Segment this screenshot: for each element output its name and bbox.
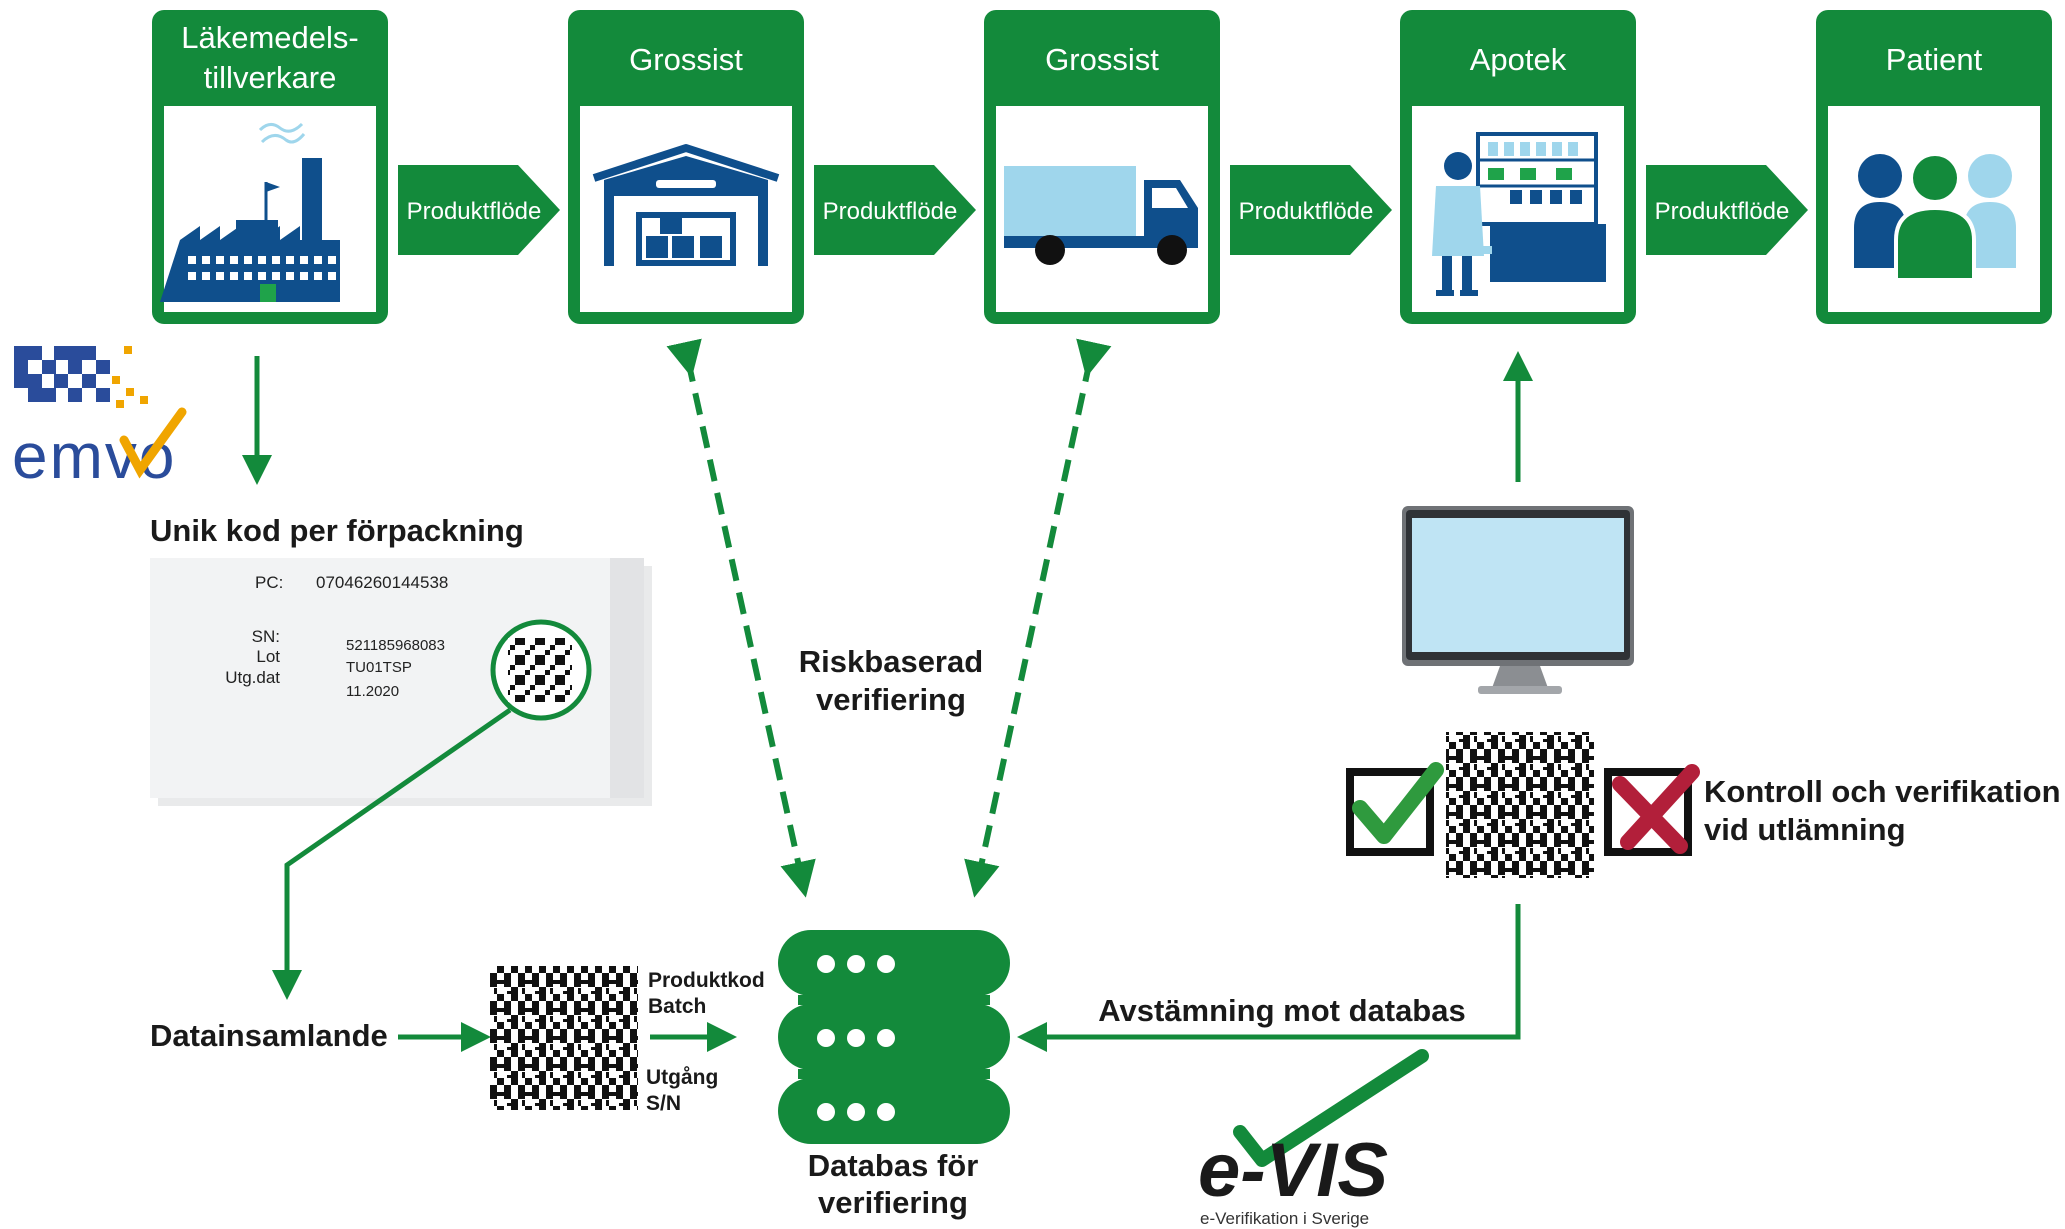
warehouse-icon (592, 144, 780, 266)
flow-arrow-label: Produktflöde (823, 198, 958, 225)
cross-icon (1604, 764, 1700, 856)
flow-arrow: Produktflöde (1646, 165, 1808, 255)
checkmark-icon (1346, 762, 1444, 856)
flow-arrow: Produktflöde (814, 165, 976, 255)
code-field-expiry: Utgång (646, 1066, 718, 1089)
unique-code-label: Unik kod per förpackning (150, 513, 524, 548)
package-lot-value: TU01TSP (346, 659, 412, 676)
verification-data-matrix (1446, 732, 1594, 878)
package-sn-value: 521185968083 (346, 637, 445, 654)
flow-arrow-label: Produktflöde (1655, 198, 1790, 225)
risk-label-line: Riskbaserad (799, 644, 983, 679)
stage-manufacturer: Läkemedels- tillverkare (152, 10, 388, 324)
stage-title: Grossist (629, 42, 743, 77)
stage-wholesaler-1: Grossist (568, 10, 804, 324)
truck-icon (1004, 166, 1198, 265)
stage-title-line: tillverkare (204, 60, 337, 95)
data-collection-label: Datainsamlande (150, 1018, 388, 1053)
code-field-batch: Batch (648, 995, 706, 1018)
package-pc-value: 07046260144538 (316, 573, 448, 592)
factory-icon (160, 122, 350, 302)
reconcile-label: Avstämning mot databas (1098, 993, 1465, 1028)
stage-title: Patient (1886, 42, 1983, 77)
risk-label-line: verifiering (816, 682, 966, 717)
flow-arrow: Produktflöde (398, 165, 560, 255)
database-label-line: Databas för (808, 1148, 979, 1183)
package-lot-label: Lot (256, 647, 280, 666)
risk-verification-arrow (964, 338, 1112, 898)
control-label-line: vid utlämning (1704, 812, 1906, 847)
evis-tagline: e-Verifikation i Sverige (1200, 1209, 1369, 1228)
package-photo: PC: 07046260144538 SN: Lot Utg.dat 52118… (150, 558, 652, 806)
package-sn-label: SN: (252, 627, 280, 646)
risk-verification-arrow (666, 338, 816, 898)
flow-arrow-label: Produktflöde (407, 198, 542, 225)
package-exp-label: Utg.dat (225, 668, 280, 687)
stage-wholesaler-2: Grossist (984, 10, 1220, 324)
evis-logo-text: e-VIS (1198, 1128, 1388, 1213)
database-server-icon (778, 930, 1010, 1144)
stage-title: Grossist (1045, 42, 1159, 77)
code-field-product: Produktkod (648, 969, 765, 992)
monitor-icon (1402, 506, 1634, 694)
package-pc-label: PC: (255, 573, 283, 592)
flow-arrow: Produktflöde (1230, 165, 1392, 255)
code-field-serial: S/N (646, 1092, 681, 1115)
stage-patient: Patient (1816, 10, 2052, 324)
stage-title-line: Läkemedels- (181, 20, 358, 55)
stage-title: Apotek (1470, 42, 1567, 77)
arrow-code-to-collection (272, 707, 512, 1000)
control-label-line: Kontroll och verifikation (1704, 774, 2061, 809)
stage-pharmacy: Apotek (1400, 10, 1636, 324)
package-datamatrix (508, 638, 572, 702)
package-exp-value: 11.2020 (346, 683, 399, 700)
data-matrix-code (490, 966, 638, 1110)
emvo-logo: emvo (12, 346, 187, 492)
reconcile-arrow (1017, 904, 1521, 1052)
flow-arrow-label: Produktflöde (1239, 198, 1374, 225)
people-icon (1854, 152, 2016, 278)
database-label-line: verifiering (818, 1185, 968, 1220)
pharmacist-icon (1432, 132, 1606, 296)
evis-logo: e-VIS e-Verifikation i Sverige (1198, 1049, 1429, 1228)
